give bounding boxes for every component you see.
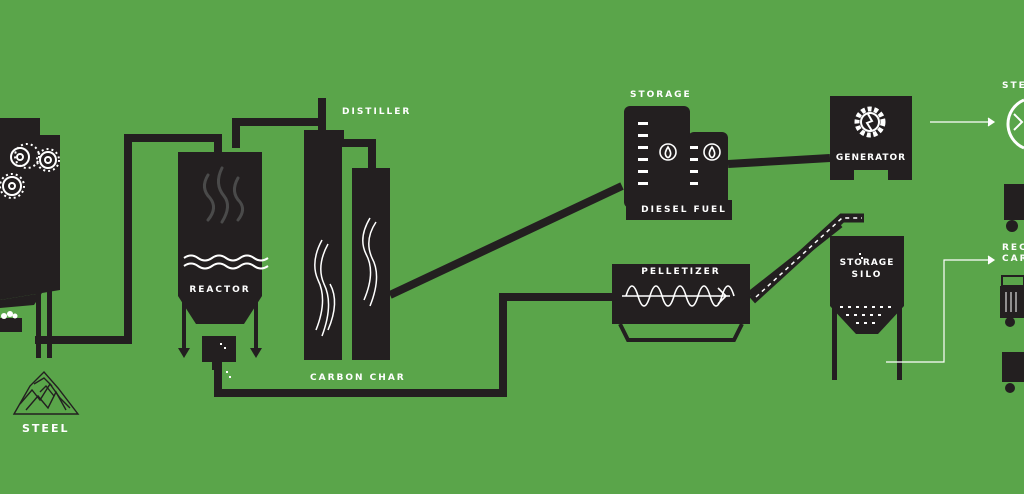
silo-body [830,236,904,306]
label-storage-silo-2: SILO [851,270,883,280]
conveyor [748,213,864,304]
pipe-distiller-to-storage [388,182,624,299]
gear-icon [854,106,886,138]
pelletizer-body [612,264,750,324]
shredder-leg [47,275,52,358]
shredder-outlet [0,293,42,308]
truck-detail [1005,292,1017,312]
storage [624,106,732,220]
pipe-storage-to-generator [727,154,831,168]
distiller-column-2 [352,168,390,360]
label-storage: STORAGE [630,90,692,100]
flame-icon [203,166,245,224]
shredder-body [0,118,60,300]
silo-leg [897,300,902,380]
wave-icon [183,254,269,270]
truck-icon [1000,184,1024,393]
char-dots [220,343,231,378]
label-pelletizer: PELLETIZER [641,267,721,277]
droplet-icon [659,143,721,161]
label-right-mid-2: CAR [1002,254,1024,264]
silo-hopper [830,306,904,334]
reactor-foot [250,348,262,358]
distiller-column-1 [304,130,342,360]
reactor [178,152,269,378]
vapor-icon [314,217,378,337]
reactor-body [178,152,262,324]
label-carbon-char: CARBON CHAR [310,373,406,383]
label-generator: GENERATOR [835,153,907,163]
storage-tank-large [624,106,690,208]
silo-leg [832,300,837,380]
output-arrows [886,117,996,363]
pelletizer-stand [618,323,744,342]
pipe-reactor-to-distiller [232,98,326,148]
label-steel: STEEL [22,422,70,435]
auger-icon [622,285,735,307]
storage-base [626,200,732,220]
recycle-icon [1006,98,1024,150]
generator [830,96,912,180]
reactor-leg [182,296,186,348]
label-reactor: REACTOR [189,285,251,295]
shredder [0,118,60,358]
arrow-silo-output [886,259,992,363]
reactor-leg [254,296,258,348]
pipe-shredder-to-reactor [35,134,222,344]
pelletizer [612,264,750,342]
level-marks [638,122,698,185]
label-right-top: STE [1002,81,1024,91]
storage-silo [830,236,904,380]
reactor-foot [178,348,190,358]
conveyor-dashes [755,217,862,298]
char-outlet-box [202,336,236,362]
distiller [304,130,390,360]
shredder-leg [36,280,41,358]
pellet-dots [840,253,891,324]
label-storage-silo-1: STORAGE [839,258,895,268]
label-right-mid-1: REC [1002,243,1024,253]
generator-foot [830,170,854,180]
storage-tank-small [688,132,728,208]
collection-bin [0,318,22,332]
pipe-distiller-link [336,130,376,170]
arrowhead [987,117,996,127]
char-outlet-port [212,362,222,370]
pipe-char-to-pelletizer [214,293,612,397]
scrap-pile-icon [1,311,18,319]
gear-icon [0,143,60,199]
label-distiller: DISTILLER [342,107,412,117]
steel-pile-icon [12,370,80,415]
generator-foot [888,170,912,180]
arrowhead [987,255,996,265]
label-diesel-fuel: DIESEL FUEL [641,205,727,215]
